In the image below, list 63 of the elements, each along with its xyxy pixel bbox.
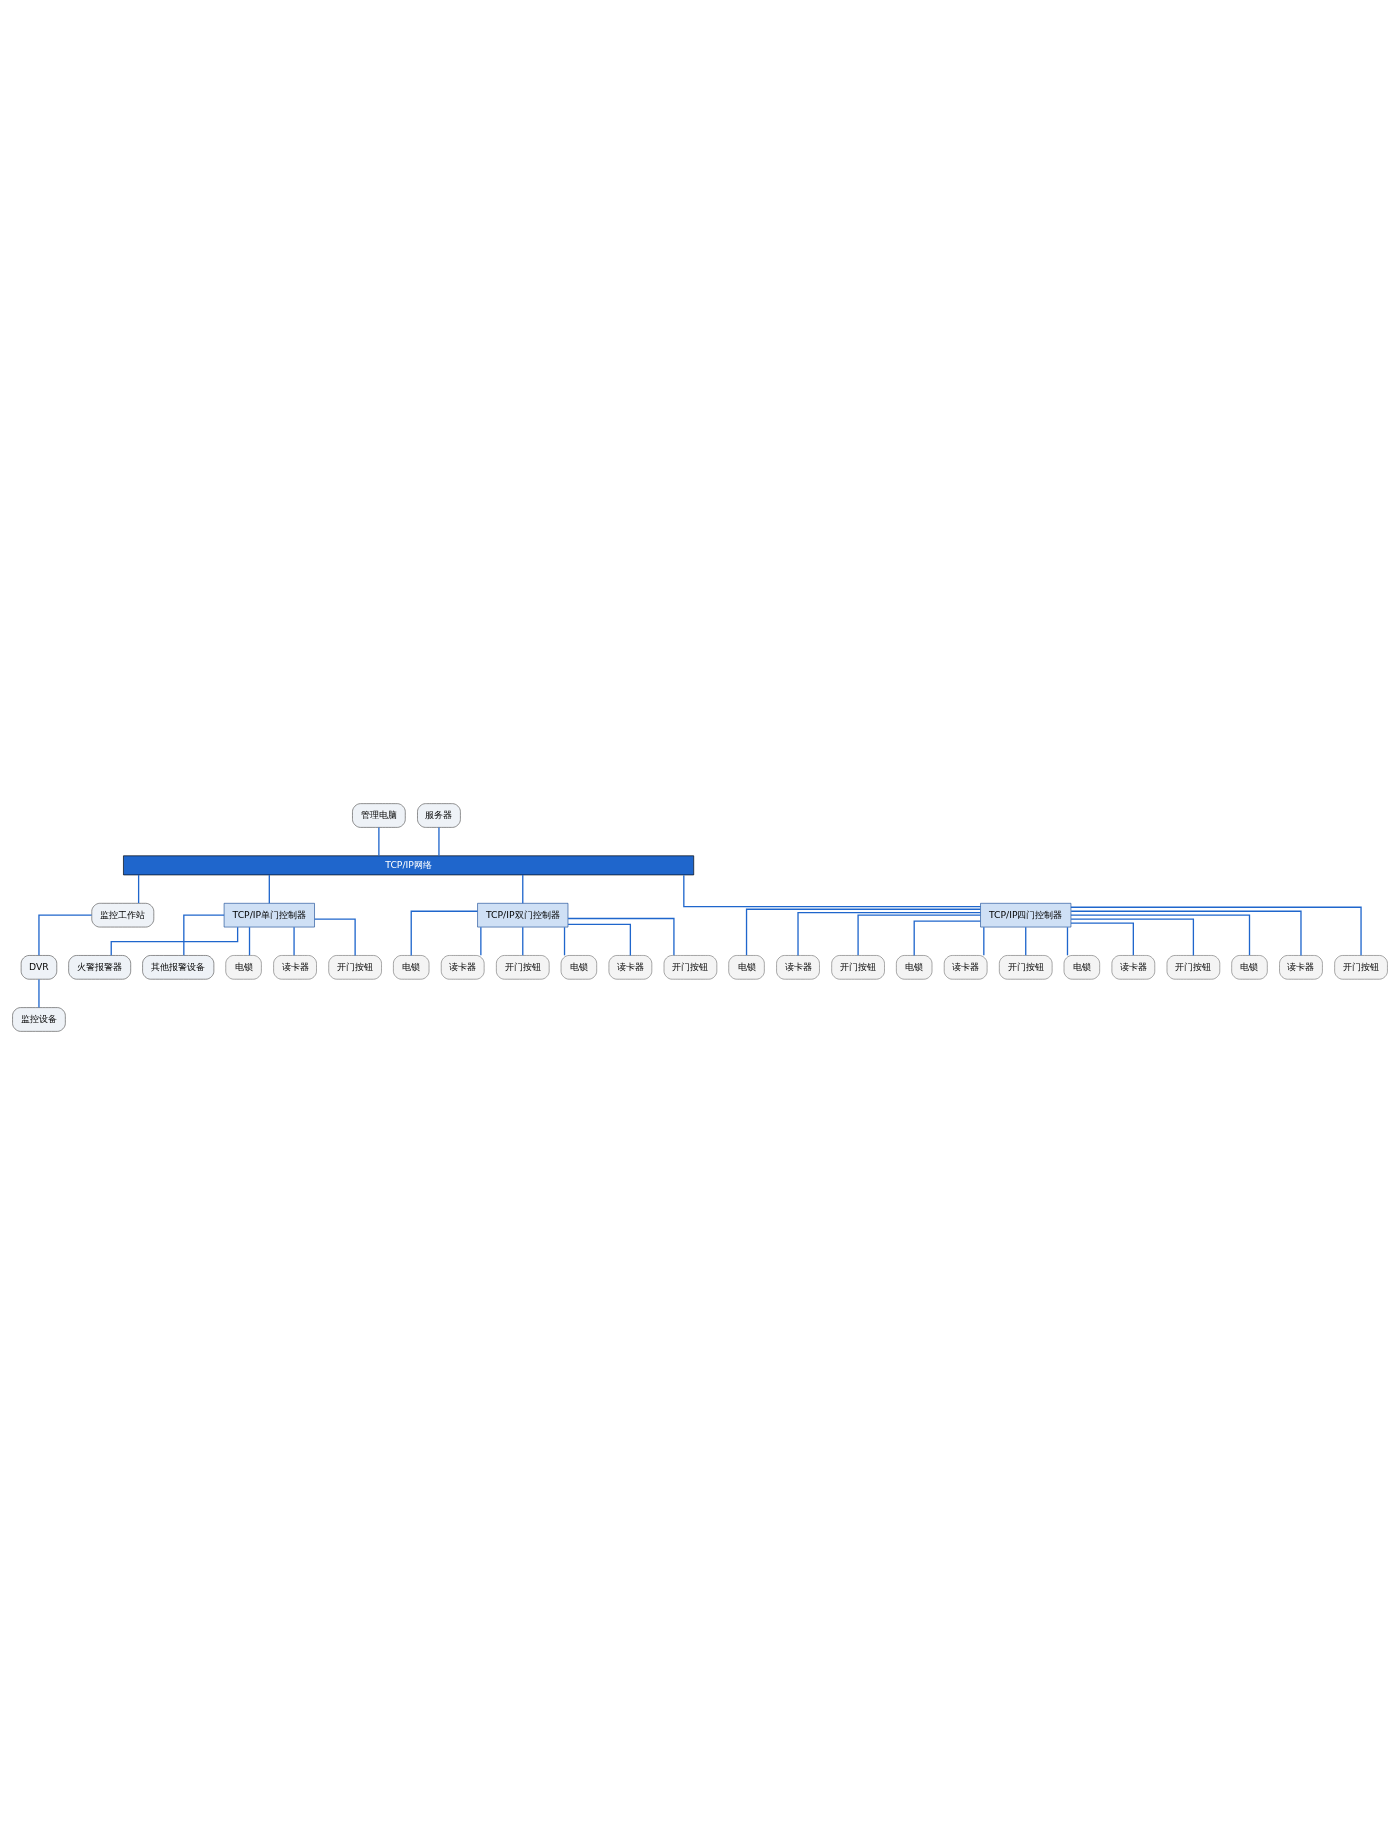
connector — [913, 919, 982, 956]
node-box: 其他报警设备 — [142, 954, 215, 980]
node-box: 火警报警器 — [68, 954, 132, 980]
connector — [567, 923, 631, 956]
connector — [268, 873, 270, 904]
node-box: 读卡器 — [1279, 954, 1323, 980]
connector — [1070, 910, 1302, 956]
node-box: TCP/IP双门控制器 — [477, 902, 569, 927]
connector — [183, 914, 225, 956]
node-box: 读卡器 — [943, 954, 988, 980]
node-box: 管理电脑 — [352, 802, 406, 828]
node-box: 服务器 — [417, 802, 461, 828]
connector — [38, 914, 93, 956]
connector — [293, 926, 295, 956]
connector — [1070, 921, 1134, 956]
connector — [857, 914, 982, 956]
connector — [1070, 918, 1195, 956]
node-box: 电锁 — [896, 954, 933, 980]
node-box: 开门按钮 — [1334, 954, 1388, 980]
node-box: 监控设备 — [12, 1006, 66, 1032]
node-box: 开门按钮 — [1166, 954, 1221, 980]
node-box: 读卡器 — [1111, 954, 1156, 980]
node-box: 开门按钮 — [999, 954, 1053, 980]
connector — [522, 926, 524, 956]
node-box: 电锁 — [728, 954, 765, 980]
connector — [378, 826, 380, 856]
connector — [38, 978, 40, 1008]
node-box: 读卡器 — [440, 954, 485, 980]
connector — [683, 873, 982, 907]
node-box: 电锁 — [225, 954, 262, 980]
node-box: 读卡器 — [776, 954, 820, 980]
node-box: 电锁 — [393, 954, 430, 980]
node-box: TCP/IP网络 — [123, 854, 695, 875]
connector — [110, 926, 239, 956]
node-box: 监控工作站 — [91, 902, 155, 927]
connector — [797, 911, 982, 956]
connector — [480, 926, 482, 956]
connector — [1066, 926, 1069, 956]
connector — [983, 926, 985, 956]
node-box: 开门按钮 — [328, 954, 382, 980]
connector — [563, 926, 566, 956]
connector — [410, 910, 479, 956]
node-box: 电锁 — [1063, 954, 1100, 980]
connector — [1025, 926, 1027, 956]
node-box: TCP/IP四门控制器 — [980, 902, 1072, 927]
node-box: 电锁 — [560, 954, 598, 980]
connector — [314, 918, 356, 956]
node-box: DVR — [20, 954, 58, 980]
connector — [248, 926, 251, 956]
connector — [1070, 906, 1362, 956]
connector — [1070, 914, 1251, 956]
node-box: 开门按钮 — [496, 954, 550, 980]
node-box: 开门按钮 — [663, 954, 718, 980]
connector — [522, 873, 524, 904]
node-box: 读卡器 — [608, 954, 653, 980]
node-box: TCP/IP单门控制器 — [223, 902, 315, 927]
connector — [137, 873, 140, 904]
connector — [438, 826, 440, 856]
node-box: 电锁 — [1231, 954, 1268, 980]
connector — [745, 908, 981, 956]
node-box: 读卡器 — [273, 954, 317, 980]
node-box: 开门按钮 — [831, 954, 885, 980]
connector — [567, 917, 675, 956]
